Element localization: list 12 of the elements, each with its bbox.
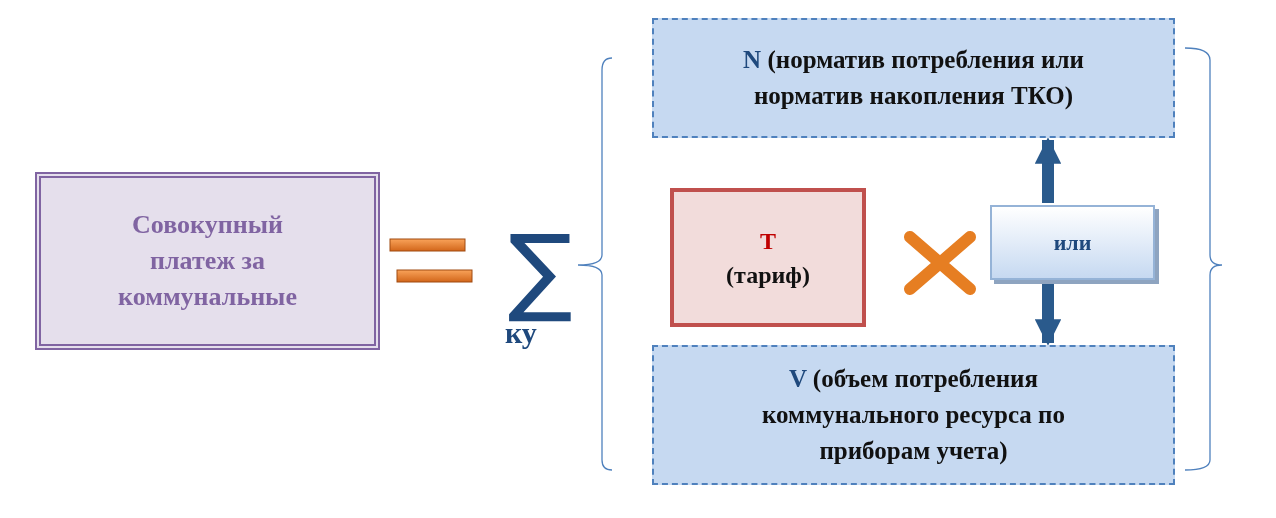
box-text: Совокупный платеж за коммунальные <box>117 209 298 313</box>
box-text: V (объем потребления коммунального ресурса по приборам учета) <box>761 364 1066 467</box>
box-text: N (норматив потребления или норматив накопления ТКО) <box>742 45 1085 111</box>
text-box <box>652 18 1175 138</box>
text-box <box>670 188 866 327</box>
text-box <box>35 172 380 350</box>
box-text: (тариф) <box>726 260 810 290</box>
box-text: Т <box>760 226 776 256</box>
arrow <box>1034 282 1062 346</box>
text-box <box>652 345 1175 485</box>
box-text: или <box>1053 229 1092 257</box>
arrow <box>1034 137 1062 203</box>
